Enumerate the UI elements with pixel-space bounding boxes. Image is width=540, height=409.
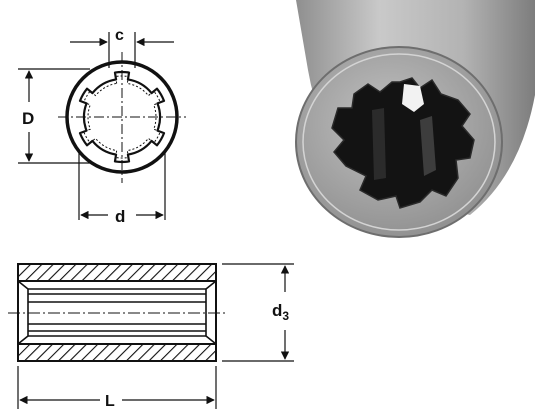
section-top-wall bbox=[17, 263, 217, 282]
dimension-D bbox=[18, 68, 90, 164]
dimension-d bbox=[78, 152, 166, 220]
label-L: L bbox=[105, 393, 115, 409]
end-view-centerlines bbox=[58, 52, 186, 183]
section-spline-lines bbox=[28, 288, 206, 337]
dimension-L bbox=[17, 366, 217, 409]
photo-splined-bore bbox=[331, 77, 475, 209]
label-d3: d3 bbox=[272, 301, 289, 323]
label-d3-main: d bbox=[272, 301, 282, 320]
dimension-d3 bbox=[222, 263, 294, 362]
label-D: D bbox=[22, 109, 34, 128]
label-d3-subscript: 3 bbox=[282, 309, 289, 323]
coupling-photo bbox=[295, 0, 535, 238]
end-view-drawing: c D d bbox=[18, 27, 186, 226]
side-section-view: d3 L bbox=[8, 263, 294, 409]
photo-bore-highlight bbox=[402, 84, 424, 112]
section-bottom-wall bbox=[17, 343, 217, 362]
label-c: c bbox=[115, 27, 124, 44]
dimension-c bbox=[70, 32, 174, 68]
label-d: d bbox=[115, 207, 125, 226]
